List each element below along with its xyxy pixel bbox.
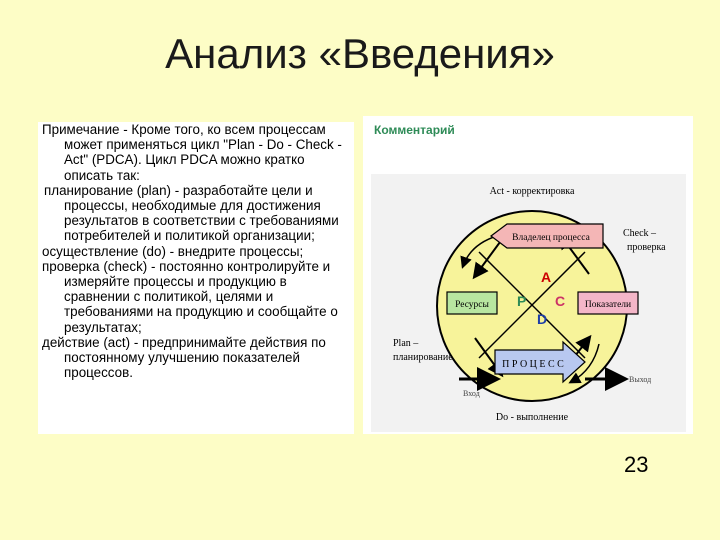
- do-label: Do - выполнение: [496, 412, 569, 423]
- letter-d: D: [537, 311, 547, 327]
- note-line: Примечание - Кроме того, ко всем процесс…: [42, 122, 326, 137]
- page-number: 23: [624, 452, 649, 477]
- owner-arrow: [490, 223, 604, 249]
- standard-text-box: Примечание - Кроме того, ко всем процесс…: [38, 122, 354, 434]
- note-paragraph: Примечание - Кроме того, ко всем процесс…: [38, 122, 354, 183]
- indicators-box: [577, 291, 639, 315]
- check-label-2: проверка: [627, 242, 666, 253]
- plan-label-1: Plan –: [393, 338, 419, 349]
- act-paragraph: действие (act) - предпринимайте действия…: [42, 334, 326, 381]
- cycle-arrow: [472, 237, 504, 280]
- comment-panel: Комментарий: [363, 116, 693, 434]
- check-paragraph: проверка (check) - постоянно контролируй…: [42, 258, 338, 335]
- comment-label: Комментарий: [374, 123, 455, 137]
- do-paragraph: осуществление (do) - внедрите процессы;: [42, 243, 304, 259]
- cycle-arrow: [568, 343, 600, 384]
- plan-label-2: планирование: [393, 352, 453, 363]
- owner-label: Владелец процесса: [512, 233, 590, 243]
- diagonal-line: [478, 251, 586, 359]
- plan-paragraph: планирование (plan) - разработайте цели …: [44, 182, 339, 244]
- resources-label: Ресурсы: [455, 300, 489, 310]
- indicators-label: Показатели: [585, 300, 631, 310]
- act-label: Act - корректировка: [490, 186, 575, 197]
- letter-p: P: [517, 293, 526, 309]
- pdca-diagram-svg: Владелец процесса Ресурсы Показатели П Р…: [393, 186, 666, 423]
- resources-box: [446, 291, 498, 315]
- output-label: Выход: [629, 375, 651, 384]
- note-rest: может применяться цикл "Plan - Do - Chec…: [64, 137, 342, 183]
- letter-c: C: [555, 293, 565, 309]
- process-arrow: [494, 340, 586, 384]
- pdca-diagram: Владелец процесса Ресурсы Показатели П Р…: [371, 174, 686, 432]
- check-label-1: Check –: [623, 228, 657, 239]
- slide-title: Анализ «Введения»: [165, 30, 555, 77]
- letter-a: A: [541, 269, 551, 285]
- process-label: П Р О Ц Е С С: [502, 359, 564, 370]
- input-label: Вход: [463, 389, 480, 398]
